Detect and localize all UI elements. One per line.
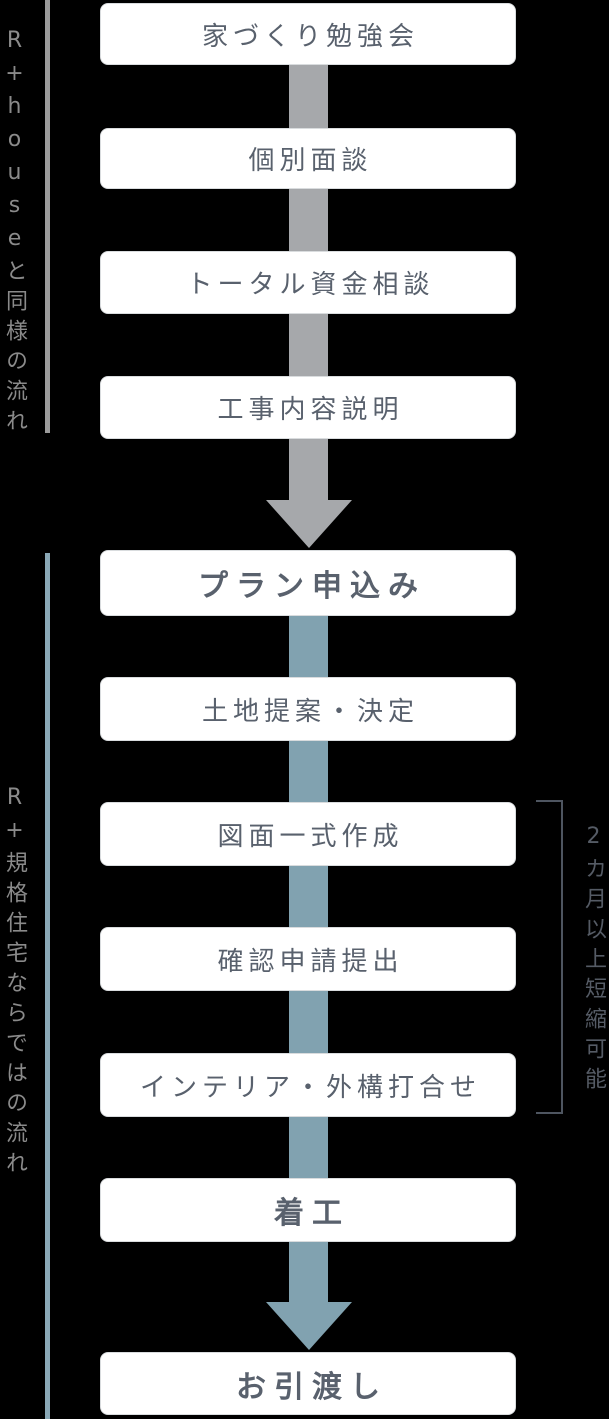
duration-bracket xyxy=(536,800,563,1114)
down-arrow-icon-teal xyxy=(266,1302,352,1350)
step-label: トータル資金相談 xyxy=(186,270,435,300)
step-box-6: 土地提案・決定 xyxy=(100,677,516,741)
step-label: お引渡し xyxy=(236,1369,388,1405)
connector-1 xyxy=(289,64,328,129)
step-label: 図面一式作成 xyxy=(217,821,404,852)
connector-10-shaft xyxy=(289,1241,328,1303)
step-label: 確認申請提出 xyxy=(217,946,404,977)
step-label: 土地提案・決定 xyxy=(201,696,419,727)
step-label: 個別面談 xyxy=(248,146,373,176)
connector-5 xyxy=(289,615,328,678)
connector-2 xyxy=(289,188,328,252)
connector-4-shaft xyxy=(289,438,328,501)
step-box-8: 確認申請提出 xyxy=(100,927,516,991)
step-box-9: インテリア・外構打合せ xyxy=(100,1053,516,1117)
connector-7 xyxy=(289,865,328,928)
connector-8 xyxy=(289,990,328,1054)
step-box-10: 着工 xyxy=(100,1178,516,1242)
step-box-3: トータル資金相談 xyxy=(100,251,516,314)
connector-9 xyxy=(289,1116,328,1179)
connector-3 xyxy=(289,313,328,377)
step-box-2: 個別面談 xyxy=(100,128,516,189)
step-box-1: 家づくり勉強会 xyxy=(100,3,516,65)
connector-6 xyxy=(289,740,328,803)
phase-rail-top xyxy=(45,0,50,433)
step-box-7: 図面一式作成 xyxy=(100,802,516,866)
duration-note: 2カ月以上短縮可能 xyxy=(581,824,606,1097)
step-label: 家づくり勉強会 xyxy=(201,21,419,52)
step-box-5: プラン申込み xyxy=(100,550,516,616)
down-arrow-icon-gray xyxy=(266,500,352,548)
phase-label-top: R+houseと同様の流れ xyxy=(2,28,27,439)
step-label: インテリア・外構打合せ xyxy=(139,1072,481,1103)
phase-label-bottom: R+規格住宅ならではの流れ xyxy=(2,785,27,1181)
step-label: 工事内容説明 xyxy=(217,395,404,425)
step-box-11: お引渡し xyxy=(100,1352,516,1415)
phase-rail-bottom xyxy=(45,553,50,1419)
step-label: プラン申込み xyxy=(198,569,426,604)
step-label: 着工 xyxy=(274,1196,350,1231)
step-box-4: 工事内容説明 xyxy=(100,376,516,439)
